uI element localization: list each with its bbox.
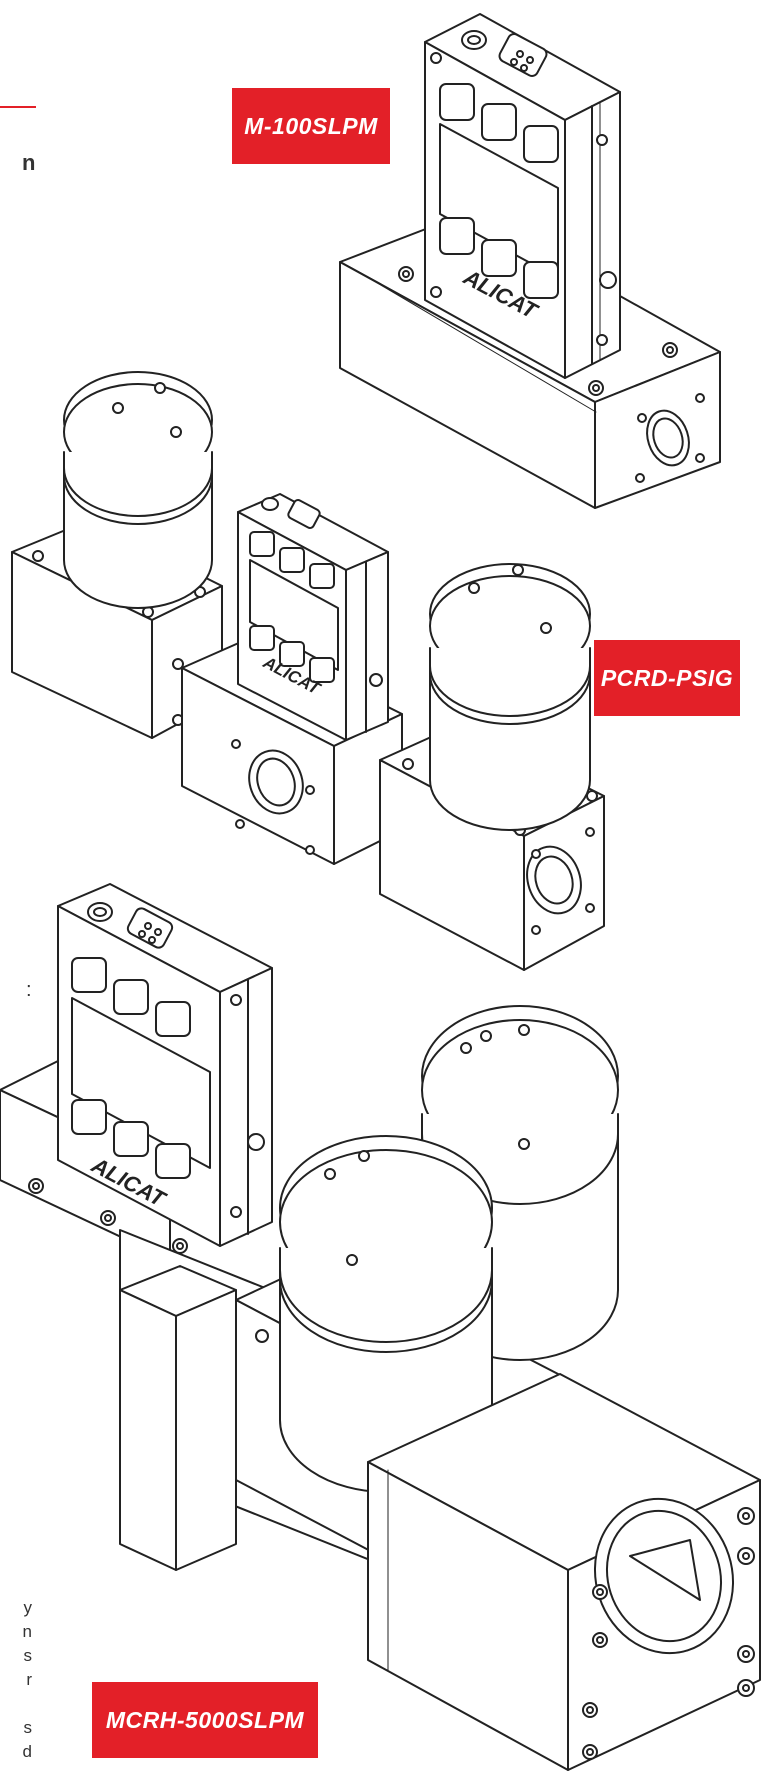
m100-device-illustration: ALICAT	[339, 13, 721, 509]
model-label-pcrd: PCRD-PSIG	[594, 640, 740, 716]
red-rule	[0, 106, 36, 108]
edge-line: y	[23, 1598, 33, 1617]
edge-line: s	[23, 1718, 33, 1737]
mcrh-device-illustration: ALICAT	[0, 883, 761, 1771]
pcrd-device-illustration: ALICAT	[11, 371, 605, 971]
edge-line: d	[22, 1742, 32, 1761]
edge-text-bottom: y n s r s d	[0, 1596, 32, 1764]
edge-char-top: n	[22, 150, 36, 175]
edge-char-mid: :	[26, 979, 32, 1001]
edge-line: r	[26, 1670, 32, 1689]
edge-line: s	[23, 1646, 33, 1665]
model-label-mcrh: MCRH-5000SLPM	[92, 1682, 318, 1758]
edge-line: n	[22, 1622, 32, 1641]
model-label-m100: M-100SLPM	[232, 88, 390, 164]
